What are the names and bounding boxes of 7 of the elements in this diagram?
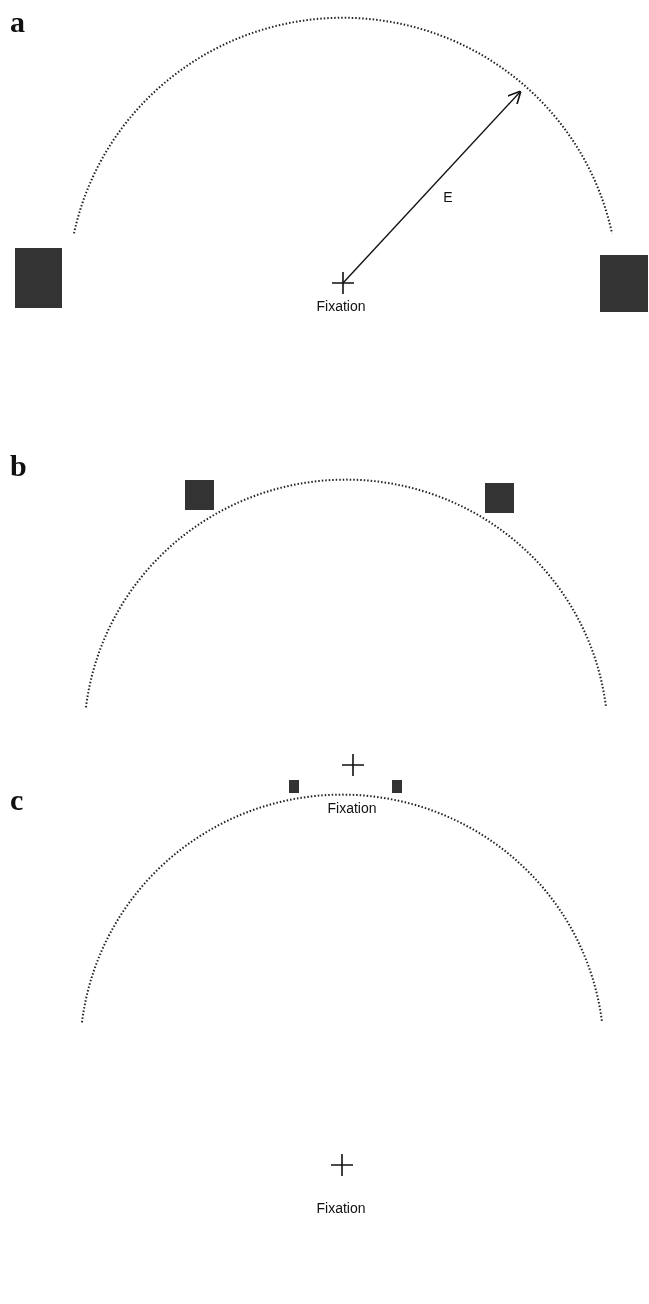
fixation-label: Fixation xyxy=(316,298,366,314)
panel-label: c xyxy=(10,783,24,817)
fixation-label: Fixation xyxy=(316,1200,366,1216)
panel-label: b xyxy=(10,449,27,483)
eccentricity-label: E xyxy=(443,189,453,205)
panel-label: a xyxy=(10,5,25,39)
fixation-label: Fixation xyxy=(327,800,377,816)
